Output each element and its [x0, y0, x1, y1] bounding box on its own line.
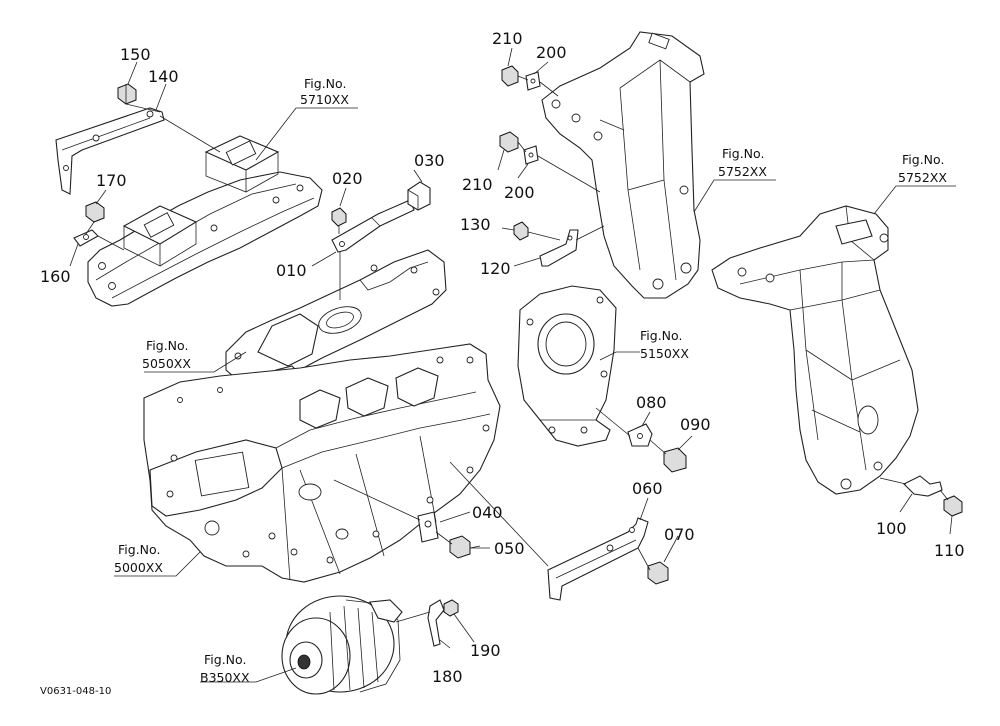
nut-190	[443, 599, 459, 617]
fig-ref-5710-line2: 5710XX	[300, 92, 349, 107]
part-label-070: 070	[664, 525, 695, 544]
washer-160	[73, 229, 99, 247]
fig-ref-5752-center-line1: Fig.No.	[722, 146, 764, 161]
figure-references: Fig.No. 5710XX Fig.No. 5752XX Fig.No. 57…	[114, 76, 947, 685]
nut-150	[117, 83, 137, 105]
part-label-140: 140	[148, 67, 179, 86]
engine-mount-right	[711, 205, 919, 495]
nut-130	[513, 221, 529, 241]
fig-ref-5752-right-line2: 5752XX	[898, 170, 947, 185]
part-label-120: 120	[480, 259, 511, 278]
plate-200-upper	[525, 71, 541, 91]
bracket-120	[539, 229, 579, 267]
fig-ref-5050-line2: 5050XX	[142, 356, 191, 371]
part-label-020: 020	[332, 169, 363, 188]
part-label-200-upper: 200	[536, 43, 567, 62]
fig-ref-5050-line1: Fig.No.	[146, 338, 188, 353]
fig-ref-5752-right-line1: Fig.No.	[902, 152, 944, 167]
part-label-150: 150	[120, 45, 151, 64]
bracket-010	[331, 199, 415, 253]
bolt-090	[663, 447, 687, 473]
part-label-060: 060	[632, 479, 663, 498]
exhaust-manifold	[87, 135, 323, 307]
gear-case	[517, 285, 617, 447]
bracket-100	[903, 475, 943, 497]
part-label-160: 160	[40, 267, 71, 286]
part-label-110: 110	[934, 541, 965, 560]
bolt-110	[943, 495, 963, 517]
part-label-210-upper: 210	[492, 29, 523, 48]
part-label-010: 010	[276, 261, 307, 280]
part-label-200-lower: 200	[504, 183, 535, 202]
part-label-210-lower: 210	[462, 175, 493, 194]
part-labels: 150 140 170 160 020 030 010 210 200 210 …	[40, 29, 965, 686]
part-label-050: 050	[494, 539, 525, 558]
part-label-090: 090	[680, 415, 711, 434]
fig-ref-5000-line2: 5000XX	[114, 560, 163, 575]
clip-030	[407, 181, 431, 211]
part-label-030: 030	[414, 151, 445, 170]
part-label-170: 170	[96, 171, 127, 190]
part-label-080: 080	[636, 393, 667, 412]
fig-ref-5150-line1: Fig.No.	[640, 328, 682, 343]
drawing-code: V0631-048-10	[40, 686, 111, 697]
fig-ref-5752-center-line2: 5752XX	[718, 164, 767, 179]
part-label-130: 130	[460, 215, 491, 234]
nut-210-lower	[499, 131, 519, 153]
alternator	[281, 595, 403, 695]
nut-170	[85, 201, 105, 223]
bracket-040	[417, 511, 439, 543]
bolt-020	[331, 207, 347, 234]
part-label-040: 040	[472, 503, 503, 522]
part-label-190: 190	[470, 641, 501, 660]
engine-block	[143, 343, 501, 583]
engine-mount-center	[541, 31, 705, 299]
nut-210-upper	[501, 65, 519, 87]
part-label-100: 100	[876, 519, 907, 538]
bracket-080	[627, 423, 653, 447]
leader-lines	[69, 47, 956, 683]
fig-ref-5710-line1: Fig.No.	[304, 76, 346, 91]
bolt-070	[647, 561, 669, 585]
fig-ref-B350-line1: Fig.No.	[204, 652, 246, 667]
fig-ref-B350-line2: B350XX	[200, 670, 250, 685]
bracket-180	[427, 599, 445, 647]
bolt-050	[449, 535, 481, 559]
plate-200-lower	[523, 145, 539, 165]
bracket-060	[547, 517, 649, 601]
fig-ref-5150-line2: 5150XX	[640, 346, 689, 361]
fig-ref-5000-line1: Fig.No.	[118, 542, 160, 557]
part-label-180: 180	[432, 667, 463, 686]
